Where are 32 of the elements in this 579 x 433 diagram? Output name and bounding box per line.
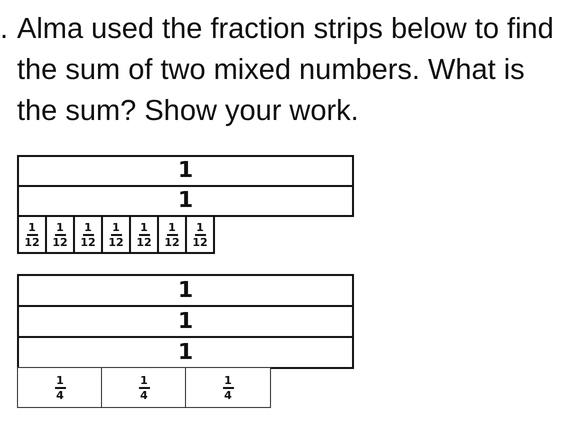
denominator: 4	[56, 388, 64, 400]
denominator: 12	[80, 236, 96, 248]
denominator: 12	[192, 236, 208, 248]
question-text: Alma used the fraction strips below to find the sum of two mixed numbers. What is the sum? Show your work.	[17, 12, 555, 129]
whole-strip: 1	[17, 336, 354, 369]
twelfth-strip	[17, 215, 47, 254]
numerator: 1	[55, 222, 65, 234]
numerator: 1	[139, 222, 149, 234]
denominator: 4	[140, 388, 148, 400]
whole-strip: 1	[17, 305, 354, 338]
whole-strip: 1	[17, 185, 354, 217]
denominator: 12	[108, 236, 124, 248]
quarter-strip	[185, 367, 271, 408]
whole-strip: 1	[17, 155, 354, 187]
numerator: 1	[223, 374, 233, 386]
numerator: 1	[167, 222, 177, 234]
denominator: 12	[52, 236, 68, 248]
whole-strip: 1	[17, 274, 354, 307]
twelfth-strip	[185, 215, 215, 254]
numerator: 1	[55, 374, 65, 386]
numerator: 1	[195, 222, 205, 234]
denominator: 4	[224, 388, 232, 400]
denominator: 12	[136, 236, 152, 248]
numerator: 1	[83, 222, 93, 234]
quarter-strip	[101, 367, 187, 408]
question-number-fragment: .	[0, 12, 8, 47]
numerator: 1	[27, 222, 37, 234]
denominator: 12	[24, 236, 40, 248]
numerator: 1	[111, 222, 121, 234]
denominator: 12	[164, 236, 180, 248]
numerator: 1	[139, 374, 149, 386]
quarter-strip	[17, 367, 103, 408]
